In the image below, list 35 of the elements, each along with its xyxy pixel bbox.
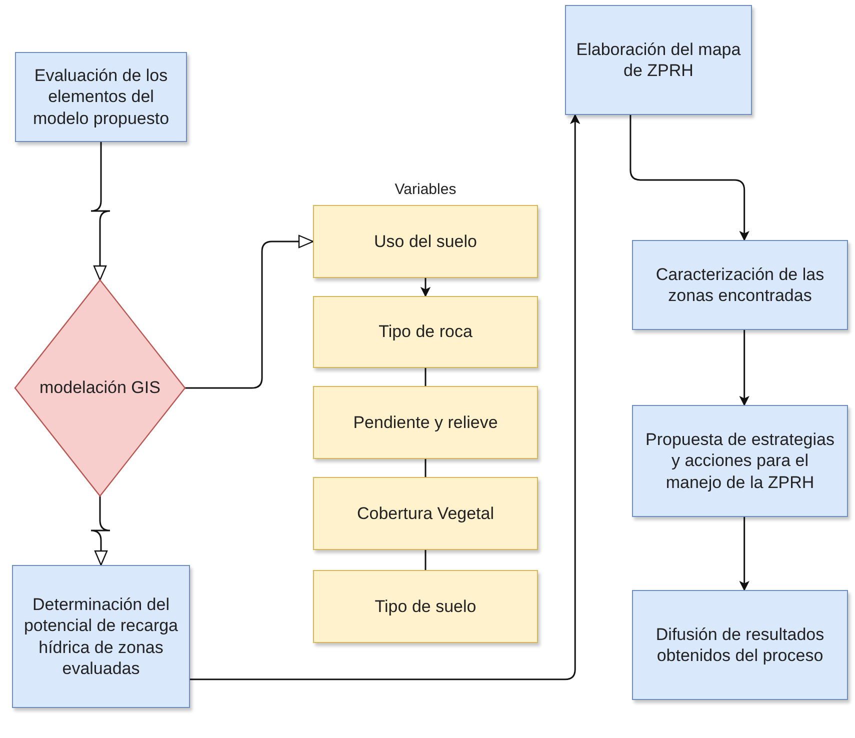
process-box [632, 405, 848, 517]
arrow [740, 330, 749, 406]
node-text: Propuesta de estrategias y acciones para el manejo de la ZPRH [644, 429, 836, 493]
group-label: Variables [394, 181, 456, 198]
node-text: Evaluación de los elementos del modelo propuesto [32, 65, 170, 129]
node-text: Cobertura Vegetal [356, 502, 494, 524]
node-text: modelación GIS [40, 377, 160, 399]
arrow [740, 517, 749, 590]
variable-box [313, 296, 538, 368]
node-text: Determinación del potencial de recarga hídrica de zonas evaluadas [23, 594, 179, 679]
node-text: Tipo de suelo [374, 596, 476, 618]
variable-box [313, 570, 538, 643]
arrow [190, 114, 580, 680]
process-box [12, 565, 190, 708]
node-text: Difusión de resultados obtenidos del proceso [654, 624, 826, 666]
node-text: Elaboración del mapa de ZPRH [576, 38, 741, 82]
arrow [630, 115, 749, 240]
process-box [632, 240, 848, 330]
arrow [90, 142, 111, 281]
process-box [15, 52, 187, 142]
connector-line [424, 368, 426, 386]
connector-line [424, 459, 426, 477]
variable-box [313, 386, 538, 459]
node-text: Tipo de roca [378, 321, 472, 343]
variable-box [313, 205, 538, 278]
process-box [632, 590, 848, 700]
connector-line [424, 550, 426, 570]
arrow [185, 234, 314, 389]
node-text: Pendiente y relieve [353, 412, 498, 434]
node-text: Caracterización de las zonas encontradas [654, 264, 826, 306]
arrow [90, 496, 111, 566]
arrow [421, 278, 430, 296]
node-text: Uso del suelo [374, 230, 477, 252]
process-box [565, 5, 752, 115]
variable-box [313, 477, 538, 550]
